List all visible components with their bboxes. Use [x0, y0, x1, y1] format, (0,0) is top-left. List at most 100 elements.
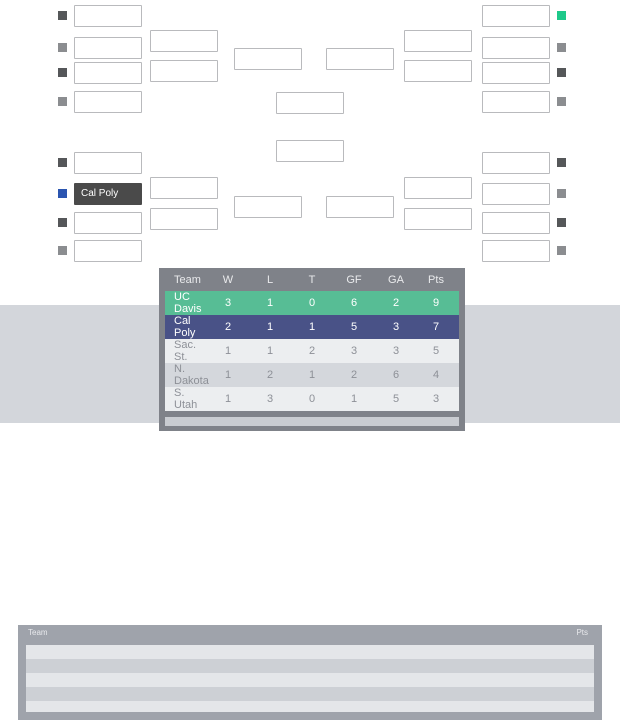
seed-marker-left-3 — [58, 97, 67, 106]
bracket-slot-right-r2-2[interactable] — [404, 177, 472, 199]
bracket-slot-right-semi-0[interactable] — [326, 48, 394, 70]
cell-losses: 3 — [249, 387, 291, 411]
cell-team: Sac. St. — [165, 339, 207, 363]
cell-wins: 1 — [207, 387, 249, 411]
column-header-team[interactable]: Team — [165, 268, 207, 291]
bracket-slot-final-0[interactable] — [276, 92, 344, 114]
cell-team: S. Utah — [165, 387, 207, 411]
bracket-slot-right-r1-6[interactable] — [482, 212, 550, 234]
seed-marker-right-5 — [557, 189, 566, 198]
cell-goals-against: 6 — [375, 363, 417, 387]
background-table-header: Team Pts — [18, 625, 602, 643]
cell-wins: 2 — [207, 315, 249, 339]
cell-losses: 1 — [249, 291, 291, 315]
background-header-pts: Pts — [576, 628, 588, 637]
seed-marker-left-1 — [58, 43, 67, 52]
cell-goals-for: 3 — [333, 339, 375, 363]
bracket-slot-left-r1-5[interactable]: Cal Poly — [74, 183, 142, 205]
bracket-slot-right-r1-1[interactable] — [482, 37, 550, 59]
cell-goals-for: 2 — [333, 363, 375, 387]
seed-marker-right-4 — [557, 158, 566, 167]
cell-losses: 1 — [249, 339, 291, 363]
cell-wins: 1 — [207, 363, 249, 387]
cell-losses: 2 — [249, 363, 291, 387]
bracket-slot-left-r2-3[interactable] — [150, 208, 218, 230]
bracket-slot-left-semi-1[interactable] — [234, 196, 302, 218]
bracket-slot-left-r1-1[interactable] — [74, 37, 142, 59]
bracket-slot-left-r2-2[interactable] — [150, 177, 218, 199]
bracket-slot-left-r1-0[interactable] — [74, 5, 142, 27]
background-table-row — [26, 687, 594, 701]
column-header-w[interactable]: W — [207, 268, 249, 291]
cell-goals-for: 6 — [333, 291, 375, 315]
bracket-slot-label: Cal Poly — [81, 188, 119, 199]
bracket-slot-left-r1-4[interactable] — [74, 152, 142, 174]
background-table-row — [26, 659, 594, 673]
bracket-slot-right-r1-0[interactable] — [482, 5, 550, 27]
background-table-rows — [26, 645, 594, 712]
bracket-slot-right-r1-3[interactable] — [482, 91, 550, 113]
seed-marker-right-0 — [557, 11, 566, 20]
cell-goals-for: 5 — [333, 315, 375, 339]
bracket-slot-left-r2-1[interactable] — [150, 60, 218, 82]
cell-ties: 0 — [291, 387, 333, 411]
cell-points: 3 — [417, 387, 459, 411]
column-header-t[interactable]: T — [291, 268, 333, 291]
column-header-pts[interactable]: Pts — [417, 268, 459, 291]
bracket-slot-right-r1-7[interactable] — [482, 240, 550, 262]
standings-header-row: Team W L T GF GA Pts — [165, 268, 459, 291]
bracket-slot-final-1[interactable] — [276, 140, 344, 162]
cell-team: Cal Poly — [165, 315, 207, 339]
bracket-slot-right-r2-3[interactable] — [404, 208, 472, 230]
bracket-slot-left-r1-2[interactable] — [74, 62, 142, 84]
bracket-slot-left-r1-7[interactable] — [74, 240, 142, 262]
background-header-team: Team — [28, 628, 48, 637]
cell-goals-against: 2 — [375, 291, 417, 315]
tournament-bracket: Cal Poly — [0, 0, 620, 300]
cell-goals-against: 5 — [375, 387, 417, 411]
column-header-ga[interactable]: GA — [375, 268, 417, 291]
background-table-row — [26, 645, 594, 659]
cell-wins: 3 — [207, 291, 249, 315]
cell-ties: 2 — [291, 339, 333, 363]
bracket-slot-left-r1-6[interactable] — [74, 212, 142, 234]
cell-losses: 1 — [249, 315, 291, 339]
cell-goals-for: 1 — [333, 387, 375, 411]
seed-marker-right-2 — [557, 68, 566, 77]
bracket-slot-right-semi-1[interactable] — [326, 196, 394, 218]
bracket-slot-left-semi-0[interactable] — [234, 48, 302, 70]
bracket-slot-right-r1-5[interactable] — [482, 183, 550, 205]
cell-team: UC Davis — [165, 291, 207, 315]
cell-points: 7 — [417, 315, 459, 339]
seed-marker-right-6 — [557, 218, 566, 227]
bracket-slot-right-r1-4[interactable] — [482, 152, 550, 174]
bracket-slot-left-r1-3[interactable] — [74, 91, 142, 113]
column-header-l[interactable]: L — [249, 268, 291, 291]
cell-team: N. Dakota — [165, 363, 209, 387]
cell-goals-against: 3 — [375, 315, 417, 339]
column-header-gf[interactable]: GF — [333, 268, 375, 291]
seed-marker-right-1 — [557, 43, 566, 52]
bracket-slot-right-r2-1[interactable] — [404, 60, 472, 82]
cell-points: 9 — [417, 291, 459, 315]
cell-points: 4 — [417, 363, 459, 387]
seed-marker-left-4 — [58, 158, 67, 167]
bracket-slot-right-r1-2[interactable] — [482, 62, 550, 84]
bracket-slot-right-r2-0[interactable] — [404, 30, 472, 52]
cell-points: 5 — [417, 339, 459, 363]
bracket-slot-left-r2-0[interactable] — [150, 30, 218, 52]
seed-marker-left-0 — [58, 11, 67, 20]
background-table-row — [26, 673, 594, 687]
background-table-row — [26, 701, 594, 712]
standings-table-head: Team W L T GF GA Pts — [165, 268, 459, 291]
cell-wins: 1 — [207, 339, 249, 363]
background-standings-table: Team Pts — [18, 625, 602, 720]
seed-marker-left-6 — [58, 218, 67, 227]
